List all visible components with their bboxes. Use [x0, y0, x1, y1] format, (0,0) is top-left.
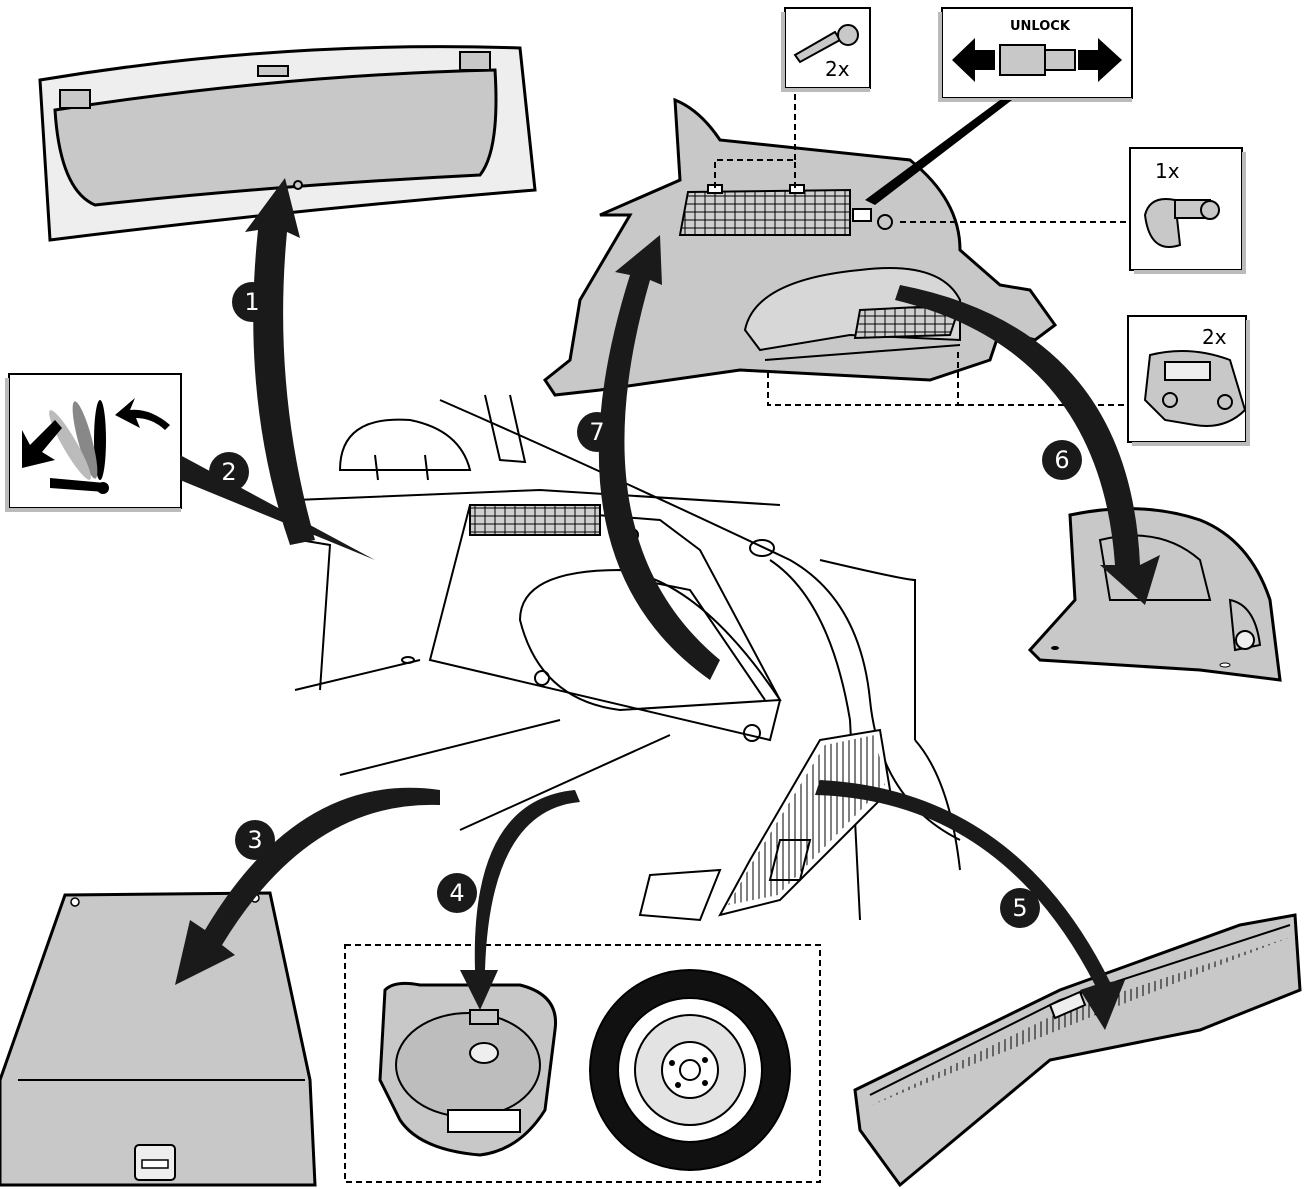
step-number: 5	[1012, 894, 1027, 922]
step-number: 6	[1054, 446, 1069, 474]
step-badge-3: 3	[235, 820, 275, 860]
load-cover-part	[38, 45, 537, 242]
floor-cover-part	[0, 891, 317, 1187]
right-arrow-icon	[1078, 38, 1122, 82]
step-arrows	[175, 178, 1160, 1030]
screw-callout: 2x	[781, 7, 871, 92]
step-number: 4	[449, 879, 464, 907]
sill-trim-part	[853, 913, 1302, 1188]
hook-qty-label: 2x	[1202, 325, 1227, 349]
unlock-callout: UNLOCK	[938, 7, 1133, 102]
step-badge-5: 5	[1000, 888, 1040, 928]
step-badge-4: 4	[437, 873, 477, 913]
step-number: 1	[244, 288, 259, 316]
step-badge-7: 7	[577, 412, 617, 452]
step-number: 2	[221, 458, 236, 486]
foam-tray-part	[378, 981, 558, 1157]
unlock-pointer	[865, 100, 1012, 205]
clip-qty-label: 1x	[1155, 159, 1180, 183]
step-badge-1: 1	[232, 282, 272, 322]
spare-wheel-part	[589, 969, 791, 1171]
step-badge-2: 2	[209, 452, 249, 492]
side-trim-panel	[542, 97, 1058, 397]
step-number: 7	[589, 418, 604, 446]
seat-fold-icon	[5, 373, 182, 512]
step-number: 3	[247, 826, 262, 854]
unlock-label: UNLOCK	[1010, 19, 1071, 34]
callout-leaders	[344, 85, 1130, 1183]
clip-callout: 1x	[1129, 147, 1246, 274]
trunk-interior	[294, 394, 961, 922]
rear-corner-panel	[1027, 507, 1282, 682]
hook-callout: 2x	[1127, 315, 1250, 446]
left-arrow-icon	[952, 38, 995, 82]
step-badge-6: 6	[1042, 440, 1082, 480]
screw-qty-label: 2x	[825, 57, 850, 81]
